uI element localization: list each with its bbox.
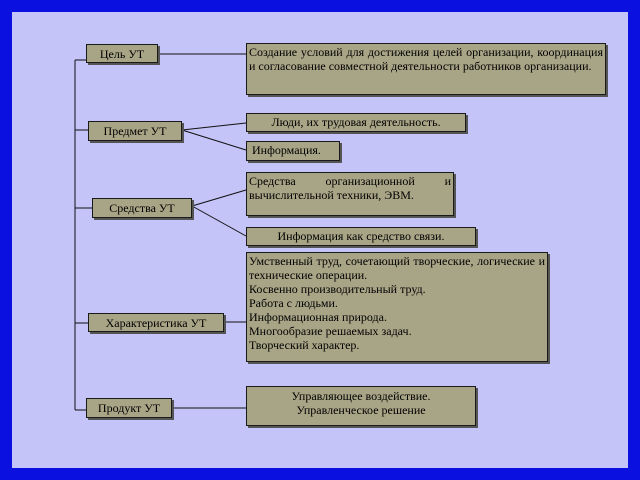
product-item: Управленческое решение (296, 403, 426, 417)
characteristic-item: Косвенно производительный труд. (249, 282, 426, 296)
category-characteristics-label: Характеристика УТ (105, 315, 207, 330)
product-item: Управляющее воздействие. (291, 389, 431, 403)
description-goal: Создание условий для достижения целей ор… (246, 43, 606, 95)
category-characteristics: Характеристика УТ (88, 313, 224, 332)
characteristic-item: Многообразие решаемых задач. (249, 324, 412, 338)
description-means-info-text: Информация как средство связи. (277, 229, 445, 243)
link-means-computers (191, 189, 247, 207)
category-goal-label: Цель УТ (99, 46, 145, 61)
characteristic-item: Творческий характер. (249, 338, 360, 352)
category-goal: Цель УТ (86, 44, 158, 63)
description-subject-people-text: Люди, их трудовая деятельность. (271, 115, 441, 129)
link-subject-info (181, 129, 247, 151)
characteristic-item: Информационная природа. (249, 310, 387, 324)
description-subject-people: Люди, их трудовая деятельность. (246, 113, 466, 132)
description-means-computers-text: Средства организационной и вычислительно… (249, 174, 451, 202)
description-subject-info: Информация. (246, 141, 340, 161)
category-product-label: Продукт УТ (97, 401, 161, 415)
description-product: Управляющее воздействие. Управленческое … (246, 386, 476, 426)
description-characteristics: Умственный труд, сочетающий творческие, … (246, 252, 548, 362)
category-product: Продукт УТ (86, 398, 172, 418)
category-means-label: Средства УТ (109, 201, 175, 215)
category-subject: Предмет УТ (88, 121, 182, 141)
category-subject-label: Предмет УТ (103, 124, 167, 138)
characteristic-item: Работа с людьми. (249, 296, 338, 310)
description-goal-text: Создание условий для достижения целей ор… (249, 45, 603, 73)
description-means-info: Информация как средство связи. (246, 227, 476, 246)
link-means-info (191, 205, 247, 237)
link-subject-people (181, 122, 247, 131)
description-means-computers: Средства организационной и вычислительно… (246, 172, 454, 216)
description-subject-info-text: Информация. (252, 143, 321, 157)
characteristic-item: Умственный труд, сочетающий творческие, … (249, 254, 545, 282)
category-means: Средства УТ (92, 198, 192, 218)
